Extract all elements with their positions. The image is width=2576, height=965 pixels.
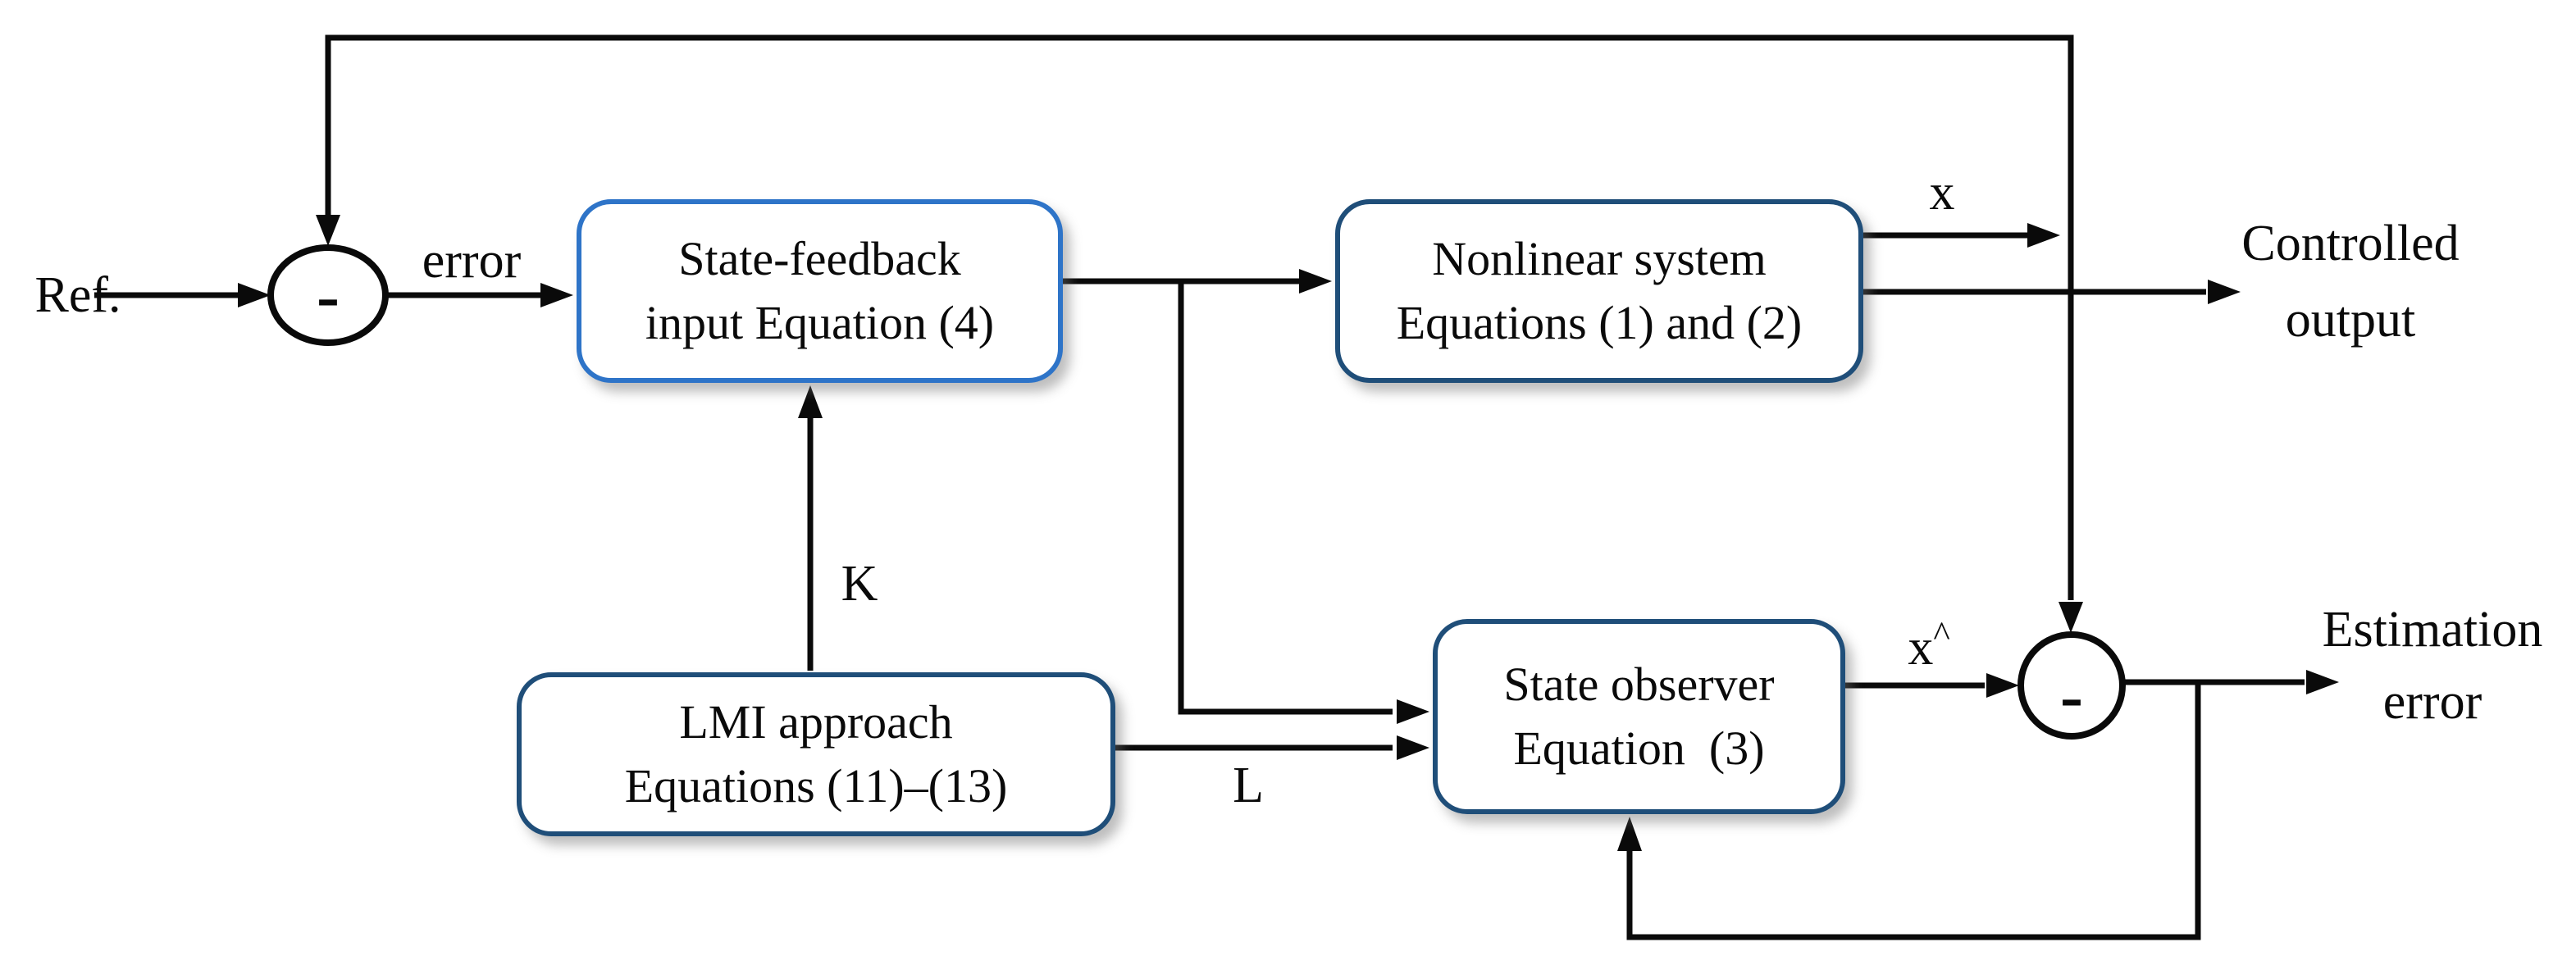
block-state-feedback: State-feedback input Equation (4) <box>577 199 1063 383</box>
block-nonlinear-system: Nonlinear system Equations (1) and (2) <box>1335 199 1863 383</box>
block-nonlinear-system-line1: Nonlinear system <box>1432 232 1767 285</box>
block-state-observer: State observer Equation (3) <box>1433 619 1845 814</box>
block-state-feedback-line2: input Equation (4) <box>645 296 995 349</box>
l-label: L <box>1233 758 1264 813</box>
control-branch-wire <box>1178 281 1393 715</box>
arrowhead-controlled-output <box>2208 280 2241 304</box>
block-state-observer-line2: Equation (3) <box>1513 721 1765 775</box>
block-lmi-approach-line2: Equations (11)–(13) <box>624 759 1008 813</box>
arrowhead-xhat <box>1986 673 2019 698</box>
feedback-loop-wire <box>325 34 2074 600</box>
arrowhead-observer-upper-input <box>1397 699 1429 724</box>
block-nonlinear-system-line2: Equations (1) and (2) <box>1396 296 1803 349</box>
block-lmi-approach-line1: LMI approach <box>679 695 953 749</box>
arrowhead-error <box>540 283 573 307</box>
junction1-minus-sign: - <box>317 257 340 335</box>
arrowhead-into-junction2-top <box>2059 602 2083 633</box>
block-state-observer-line1: State observer <box>1503 658 1775 711</box>
arrowhead-observer-lower-input <box>1397 735 1429 760</box>
summing-junction-1 <box>267 244 389 346</box>
controlled-output-line2: output <box>2285 292 2416 348</box>
arrowhead-control-input <box>1299 269 1332 294</box>
estimation-error-line1: Estimation <box>2322 602 2543 658</box>
k-label: K <box>841 556 878 612</box>
controlled-output-label: Controlled output <box>2241 206 2459 358</box>
xhat-base: x <box>1908 619 1934 676</box>
estimation-error-line2: error <box>2382 674 2483 730</box>
controlled-output-line1: Controlled <box>2241 216 2460 271</box>
arrowhead-k <box>798 385 823 418</box>
summing-junction-2 <box>2017 631 2126 740</box>
arrowhead-into-observer-bottom <box>1617 817 1642 851</box>
arrowhead-estimation-error <box>2306 670 2339 694</box>
estimation-error-label: Estimation error <box>2323 594 2543 738</box>
block-lmi-approach: LMI approach Equations (11)–(13) <box>517 672 1115 836</box>
arrowhead-into-junction1 <box>316 215 340 246</box>
arrowhead-x-output <box>2027 223 2060 248</box>
block-state-feedback-line1: State-feedback <box>678 232 961 285</box>
arrowhead-ref <box>238 283 271 307</box>
xhat-label: x^ <box>1908 598 1949 685</box>
junction2-minus-sign: - <box>2060 658 2083 735</box>
error-label: error <box>422 233 522 289</box>
estimation-feedback-wire <box>1626 682 2201 940</box>
ref-label: Ref. <box>34 267 121 323</box>
x-label: x <box>1929 165 1955 221</box>
xhat-caret: ^ <box>1933 615 1950 655</box>
